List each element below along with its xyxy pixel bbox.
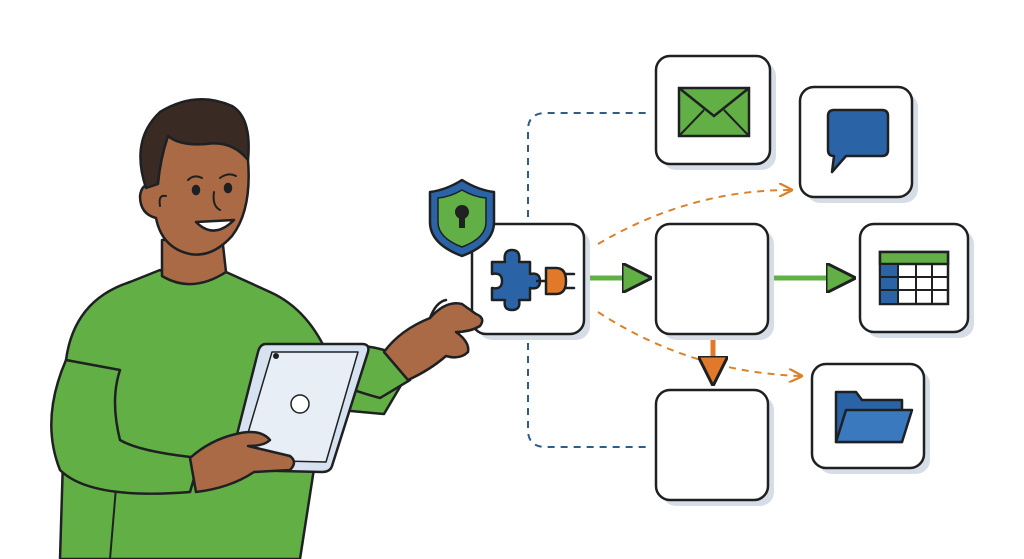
solid-arrows [586,278,850,380]
folder-icon [834,390,914,444]
person-smile [194,218,236,232]
dashed-line-hub-to-email [527,112,650,230]
table-grid-icon [878,250,950,306]
node-spreadsheet [858,222,974,338]
puzzle-plug-icon [490,248,576,312]
person-left-arm [50,358,202,495]
person-holding-hand [188,430,296,494]
person-illustration [50,98,484,559]
node-integration-hub [470,222,590,340]
chat-bubble-icon [826,108,890,174]
envelope-icon [677,86,751,138]
node-folder [810,362,930,474]
person-hair [139,98,250,190]
tablet-icon [228,342,370,474]
node-output [654,388,774,506]
shield-lock-icon [428,178,496,258]
node-email [654,54,776,170]
dashed-line-hub-to-output [527,330,650,448]
node-chat [798,85,918,203]
node-process [654,222,774,340]
dashed-line-hub-to-folder [597,311,800,376]
dashed-connectors [527,112,800,448]
person-open-hand [382,302,484,382]
